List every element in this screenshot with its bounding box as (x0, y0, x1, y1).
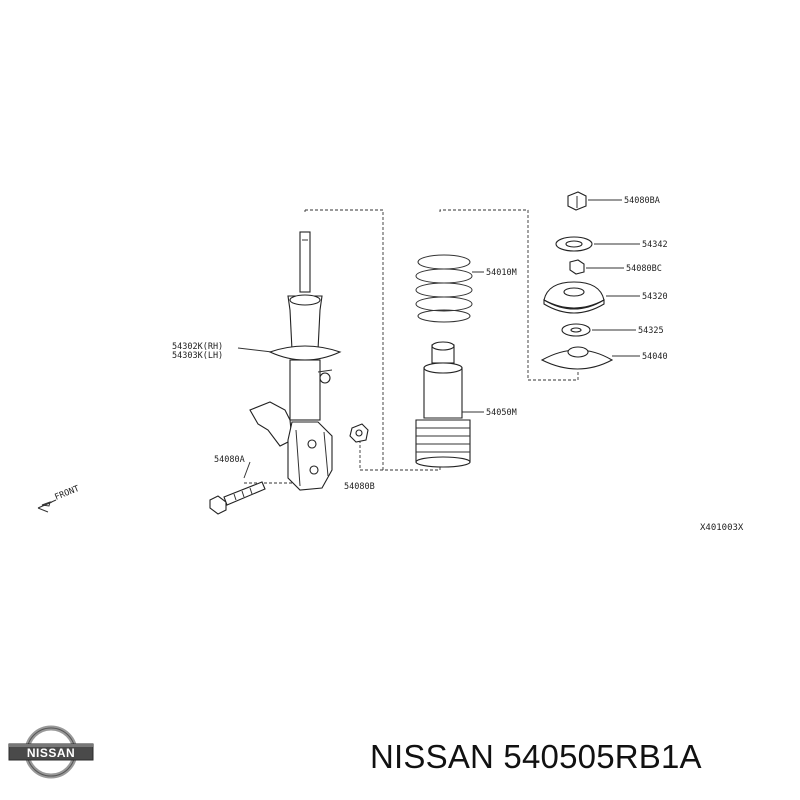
label-54040: 54040 (642, 352, 668, 362)
logo-text: NISSAN (27, 746, 75, 760)
label-54080a: 54080A (214, 455, 245, 465)
spring-seat-54040 (540, 346, 614, 370)
label-54050m: 54050M (486, 408, 517, 418)
mount-insulator-54320 (543, 281, 605, 314)
label-54080bc: 54080BC (626, 264, 662, 274)
strut-assembly (249, 231, 342, 491)
label-54010m: 54010M (486, 268, 517, 278)
label-54342: 54342 (642, 240, 668, 250)
leader-lines (237, 199, 640, 479)
assembly-bracket-lines (244, 209, 579, 484)
dust-boot-54050m (415, 341, 471, 468)
label-54080ba: 54080BA (624, 196, 660, 206)
label-54302k-rh: 54302K(RH) (172, 342, 223, 352)
label-54320: 54320 (642, 292, 668, 302)
coil-spring-54010m (415, 254, 473, 323)
nut-54080ba (567, 191, 587, 211)
front-label: FRONT (53, 484, 80, 503)
label-54303k-lh: 54303K(LH) (172, 351, 223, 361)
diagram-reference-code: X401003X (700, 523, 744, 533)
part-number-caption: NISSAN 540505RB1A (370, 738, 702, 775)
nut-54080bc (569, 259, 585, 275)
bearing-54325 (561, 323, 591, 337)
washer-54342 (555, 236, 593, 252)
bolt-54080a (209, 481, 266, 515)
front-direction-arrow: FRONT (37, 484, 81, 513)
label-54080b: 54080B (344, 482, 375, 492)
label-54325: 54325 (638, 326, 664, 336)
nut-54080b (349, 423, 369, 443)
nissan-logo: NISSAN (8, 725, 94, 779)
